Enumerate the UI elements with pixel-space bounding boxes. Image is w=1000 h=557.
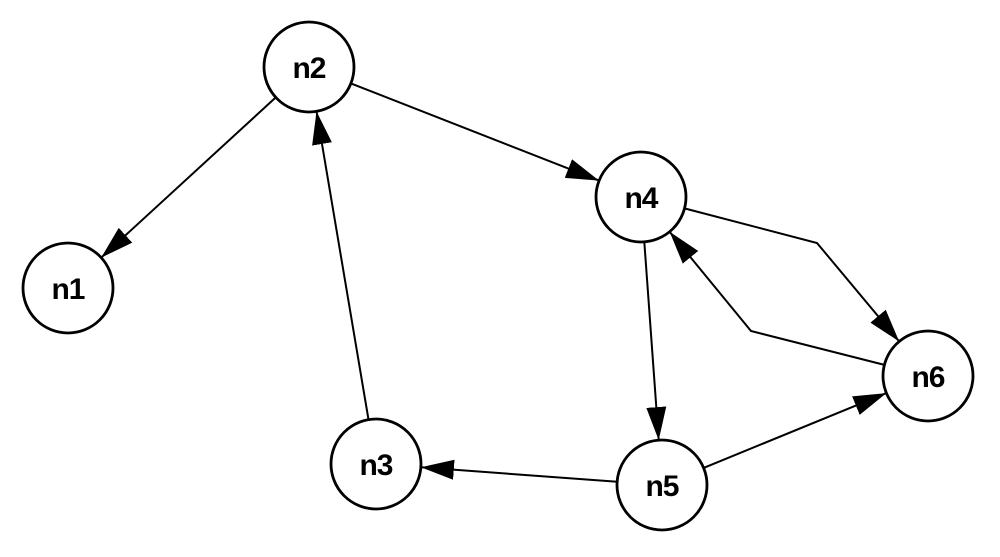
node-circle-n1: [21, 241, 115, 335]
edge-n4-n6: [684, 207, 900, 343]
edge-n6-n4: [668, 231, 885, 366]
node-circle-n4: [594, 150, 688, 244]
node-label-n2: n2: [292, 52, 325, 85]
edge-n5-n6: [703, 392, 887, 469]
node-label-n1: n1: [51, 273, 84, 306]
node-circle-n3: [329, 417, 423, 511]
node-circle-n2: [262, 20, 356, 114]
node-circle-n6: [881, 329, 975, 423]
edge-n2-n1: [100, 96, 277, 259]
node-n3: n3: [329, 417, 423, 511]
node-label-n4: n4: [624, 182, 658, 215]
edge-n2-n4: [350, 82, 600, 182]
node-n6: n6: [881, 329, 975, 423]
node-n5: n5: [615, 438, 709, 532]
edge-n4-n5: [643, 241, 667, 441]
edge-n3-n2: [312, 111, 370, 420]
node-label-n3: n3: [359, 449, 392, 482]
node-circle-n5: [615, 438, 709, 532]
edge-n5-n3: [420, 459, 618, 483]
node-n1: n1: [21, 241, 115, 335]
node-label-n6: n6: [911, 361, 944, 394]
node-n4: n4: [594, 150, 688, 244]
node-n2: n2: [262, 20, 356, 114]
node-label-n5: n5: [645, 470, 678, 503]
